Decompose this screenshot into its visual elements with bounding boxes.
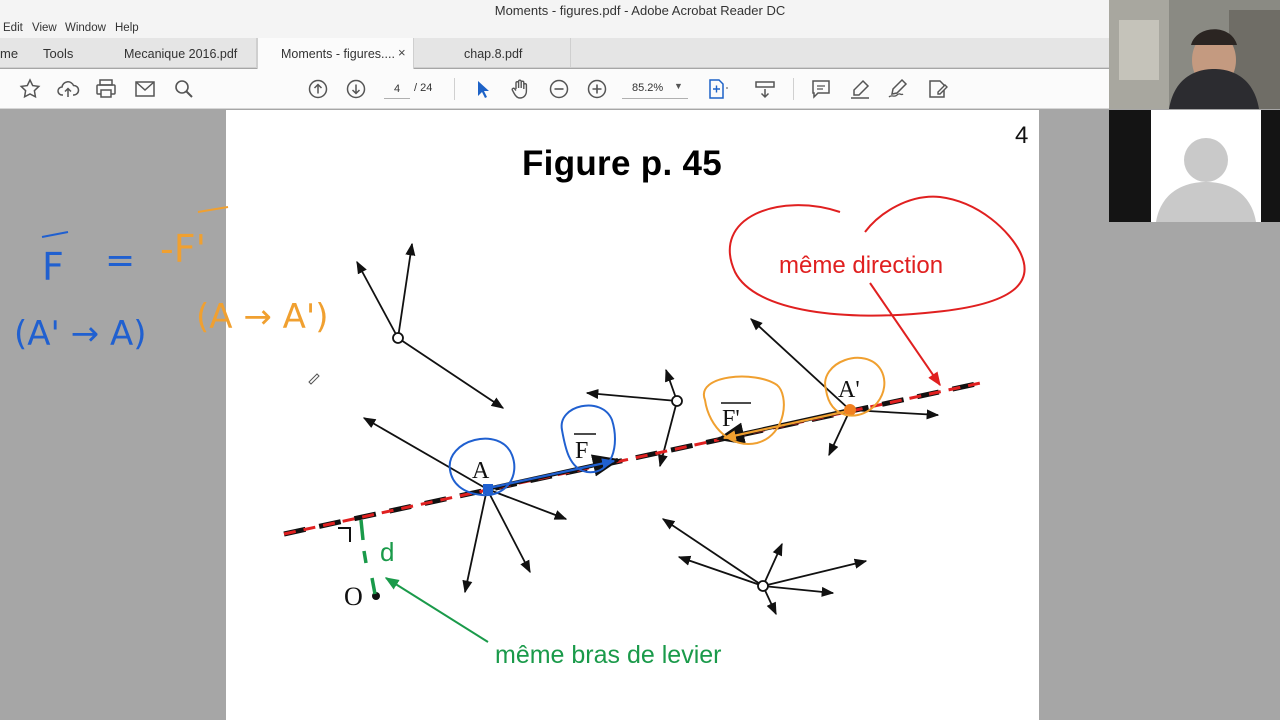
doc-tab-label: Mecanique 2016.pdf [124,47,238,61]
equation-f-prime: -F' [160,227,206,271]
doc-tab-label: Moments - figures.... [281,47,395,61]
cloud-upload-icon[interactable] [56,77,80,101]
hand-tool-icon[interactable] [508,77,532,101]
sign-icon[interactable] [886,77,910,101]
doc-tab-moments[interactable]: Moments - figures.... × [257,38,414,69]
doc-tab-chap8[interactable]: chap.8.pdf [414,38,571,68]
menu-bar: Edit View Window Help [0,20,1280,38]
page-total: / 24 [414,82,433,94]
page-down-icon[interactable] [344,77,368,101]
print-icon[interactable] [94,77,118,101]
equation-f: F [42,245,64,289]
menu-edit[interactable]: Edit [3,22,23,34]
toolbar-divider [793,78,794,100]
page-up-icon[interactable] [306,77,330,101]
page-number: 4 [1015,122,1029,149]
window-title: Moments - figures.pdf - Adobe Acrobat Re… [494,3,786,18]
figure-title: Figure p. 45 [522,144,723,183]
avatar [1156,138,1256,222]
search-icon[interactable] [172,77,196,101]
menu-window[interactable]: Window [65,22,106,34]
handwriting-a-prime-to-a: (A' → A) [14,314,147,354]
select-cursor-icon[interactable] [470,77,494,101]
tab-bar: me Tools Mecanique 2016.pdf Moments - fi… [0,38,1280,69]
toolbar-divider [454,78,455,100]
comment-icon[interactable] [809,77,833,101]
edit-pdf-icon[interactable] [925,77,949,101]
highlight-pen-icon[interactable] [848,77,872,101]
toolbar: / 24 85.2% ▼ [0,69,1280,109]
tab-home[interactable]: me [0,46,19,61]
scroll-mode-icon[interactable] [753,77,777,101]
menu-view[interactable]: View [32,22,57,34]
close-icon[interactable]: × [398,45,406,60]
zoom-in-icon[interactable] [585,77,609,101]
participant-avatar-tile[interactable] [1109,110,1280,222]
doc-tab-mecanique[interactable]: Mecanique 2016.pdf [104,38,257,68]
fit-page-icon[interactable] [704,77,728,101]
title-bar: Moments - figures.pdf - Adobe Acrobat Re… [0,0,1280,20]
email-icon[interactable] [133,77,157,101]
equation-equals: = [105,240,135,281]
page-number-input[interactable] [384,79,410,99]
zoom-select[interactable]: 85.2% ▼ [622,79,688,99]
doc-tab-label: chap.8.pdf [464,47,523,61]
menu-help[interactable]: Help [115,22,139,34]
chevron-down-icon: ▼ [674,81,683,91]
zoom-out-icon[interactable] [547,77,571,101]
participant-video[interactable] [1109,0,1280,109]
bookmark-star-icon[interactable] [18,77,42,101]
tab-tools[interactable]: Tools [43,46,74,61]
zoom-value: 85.2% [632,82,664,94]
pdf-page: 4 Figure p. 45 [226,110,1039,720]
